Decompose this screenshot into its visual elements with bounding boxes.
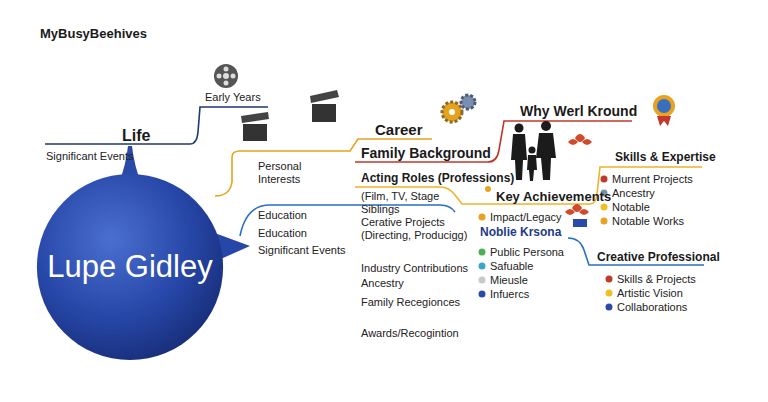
branch-heading: Career xyxy=(375,121,423,139)
branch-item: Public Persona xyxy=(490,246,564,259)
branch-item: Safuable xyxy=(490,260,533,273)
branch-heading: Noblie Krsona xyxy=(480,225,561,239)
branch-item: Early Years xyxy=(205,91,261,104)
branch-item: Ancestry xyxy=(361,277,404,290)
branch-item: Family Recegionces xyxy=(361,296,460,309)
branch-item: Significant Events xyxy=(46,150,133,163)
bullet-dot xyxy=(485,186,491,192)
label-tag-icon xyxy=(573,219,587,227)
text-holder: Lupe Gidley xyxy=(35,172,225,362)
family-figures xyxy=(511,121,556,181)
branch-item: Notable Works xyxy=(612,215,684,228)
family-line xyxy=(355,121,632,162)
life-line xyxy=(45,107,268,144)
branch-item: Skills & Projects xyxy=(617,273,696,286)
branch-heading: Acting Roles (Professions) xyxy=(361,171,514,185)
branch-item: Significant Events xyxy=(258,244,345,257)
branch-heading: Key Achievements xyxy=(496,189,611,205)
branch-item: Murrent Projects xyxy=(612,173,693,186)
branch-heading: Family Background xyxy=(361,145,491,162)
branch-item: Mieusle xyxy=(490,274,528,287)
badge-icon xyxy=(653,95,675,126)
branch-item: Infuercs xyxy=(490,288,529,301)
branch-heading: Why Werl Kround xyxy=(520,103,637,120)
center-title: Lupe Gidley xyxy=(47,249,212,285)
branch-item: Education xyxy=(258,209,307,222)
branch-heading: Skills & Expertise xyxy=(615,150,716,164)
branch-item: Awards/Recogintion xyxy=(361,327,459,340)
branch-heading: MyBusyBeehives xyxy=(40,26,147,42)
branch-item: Impact/Legacy xyxy=(490,211,562,224)
branch-item: Notable xyxy=(612,201,650,214)
center-circle: Lupe Gidley xyxy=(35,172,225,362)
film-reel-icon xyxy=(214,64,238,88)
branch-item: Personal Interests xyxy=(258,160,318,186)
branch-heading: Creative Professional xyxy=(597,250,720,264)
branch-item: (Film, TV, Stage xyxy=(361,190,439,203)
gears-icon xyxy=(442,95,475,122)
branch-item: Artistic Vision xyxy=(617,287,683,300)
branch-item: Cerative Projects (Directing, Producigg) xyxy=(361,216,486,242)
branch-item: Siblings xyxy=(361,203,400,216)
achievement-line xyxy=(355,167,702,204)
branch-item: Ancestry xyxy=(612,187,655,200)
branch-item: Education xyxy=(258,227,307,240)
bullet-dots xyxy=(479,176,613,311)
branch-item: Industry Contributions xyxy=(361,262,468,275)
branch-heading: Life xyxy=(122,126,150,145)
branch-item: Collaborations xyxy=(617,301,687,314)
